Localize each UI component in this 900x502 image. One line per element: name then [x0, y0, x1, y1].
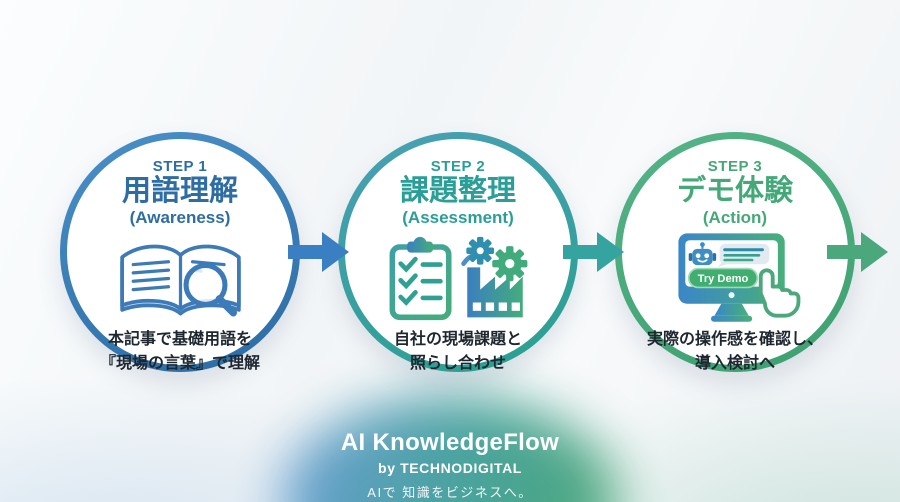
book-magnifier-icon	[111, 234, 250, 322]
demo-monitor-icon: Try Demo	[665, 233, 805, 323]
try-demo-button: Try Demo	[687, 268, 759, 289]
arrow-right-icon	[827, 232, 888, 272]
step3-label: STEP 3	[707, 158, 763, 175]
step3-title: デモ体験	[676, 175, 793, 207]
step3-desc-line2: 導入検討へ	[694, 354, 775, 372]
brand-title: AI KnowledgeFlow	[340, 429, 560, 456]
step2-label: STEP 2	[430, 158, 486, 175]
step1-desc-line1: 本記事で基礎用語を	[107, 331, 252, 349]
step1-circle: STEP 1 用語理解 (Awareness)	[60, 132, 300, 372]
step2-subtitle: (Assessment)	[402, 208, 514, 228]
step2-description: 自社の現場課題と 照らし合わせ	[394, 328, 522, 374]
step2-title: 課題整理	[399, 175, 516, 207]
footer-brand: AI KnowledgeFlow by TECHNODIGITAL AIで 知識…	[0, 429, 900, 501]
step3-subtitle: (Action)	[702, 208, 768, 228]
step3-desc-line1: 実際の操作感を確認し、	[646, 331, 823, 349]
step2-content: STEP 2 課題整理 (Assessment)	[345, 139, 571, 372]
brand-byline: by TECHNODIGITAL	[378, 460, 522, 476]
step2-desc-line1: 自社の現場課題と	[393, 331, 522, 349]
step2-circle: STEP 2 課題整理 (Assessment)	[338, 132, 578, 372]
step1-description: 本記事で基礎用語を 『現場の言葉』で理解	[100, 328, 260, 374]
chat-bubble-icon	[717, 244, 770, 268]
robot-icon	[688, 242, 717, 266]
step3-content: STEP 3 デモ体験 (Action)	[622, 139, 848, 372]
try-demo-label: Try Demo	[698, 273, 749, 285]
arrow-right-icon	[563, 232, 624, 272]
step1-desc-line2: 『現場の言葉』で理解	[99, 354, 260, 372]
clipboard-factory-icon	[384, 234, 532, 322]
brand-tagline: AIで 知識をビジネスへ。	[367, 485, 533, 500]
step1-title: 用語理解	[121, 175, 238, 207]
arrow-right-icon	[288, 232, 349, 272]
step1-content: STEP 1 用語理解 (Awareness)	[67, 139, 293, 372]
step3-description: 実際の操作感を確認し、 導入検討へ	[647, 328, 823, 374]
hand-cursor-icon	[758, 268, 801, 318]
step2-desc-line2: 照らし合わせ	[409, 354, 506, 372]
step1-subtitle: (Awareness)	[129, 208, 231, 228]
step3-circle: STEP 3 デモ体験 (Action)	[615, 132, 855, 372]
step1-label: STEP 1	[152, 158, 208, 175]
